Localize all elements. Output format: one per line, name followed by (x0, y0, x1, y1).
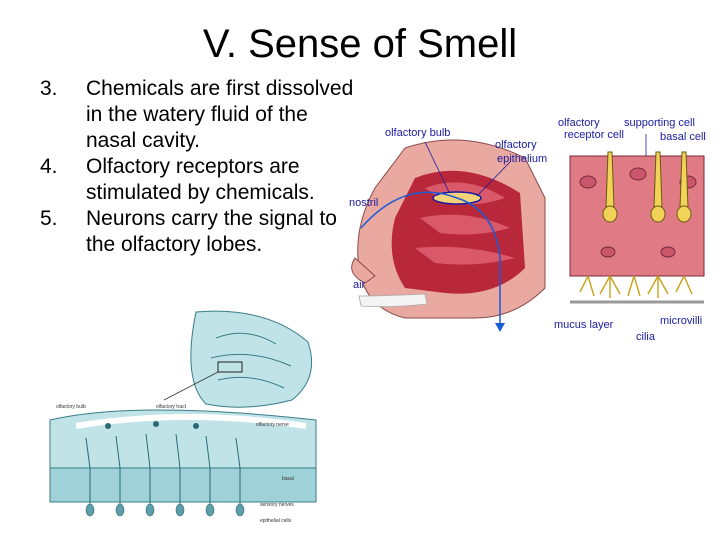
label-pathway-nerve: olfactory nerve (256, 422, 289, 428)
label-air: air (353, 279, 366, 291)
label-pathway-epithelial: epithelial cells (260, 518, 292, 524)
label-mucus-layer: mucus layer (554, 319, 614, 331)
item-number: 5. (40, 207, 58, 230)
label-basal-cell: basal cell (660, 131, 706, 143)
list-item: 4. Olfactory receptors are stimulated by… (40, 154, 360, 206)
label-olfactory-bulb: olfactory bulb (385, 127, 450, 139)
label-pathway-sensory: sensory nerves (260, 502, 294, 508)
list-item: 3. Chemicals are first dissolved in the … (40, 76, 360, 154)
label-cilia: cilia (636, 331, 656, 343)
receptor-cells-diagram: olfactory receptor cell supporting cell … (554, 117, 706, 343)
label-pathway-tract: olfactory tract (156, 404, 187, 410)
label-nostril: nostril (349, 197, 378, 209)
bullet-list: 3. Chemicals are first dissolved in the … (40, 76, 360, 258)
item-number: 3. (40, 77, 58, 100)
item-number: 4. (40, 155, 58, 178)
label-microvilli: microvilli (660, 315, 702, 327)
item-text: Olfactory receptors are stimulated by ch… (86, 155, 315, 204)
label-pathway-bulb: olfactory bulb (56, 404, 86, 410)
label-olfactory-epithelium-line2: epithelium (497, 153, 547, 165)
label-supporting-cell: supporting cell (624, 117, 695, 129)
nasal-cavity-diagram: olfactory bulb olfactory epithelium nost… (349, 127, 547, 332)
label-olfactory-epithelium-line1: olfactory (495, 139, 537, 151)
slide-title: V. Sense of Smell (202, 22, 518, 66)
label-olfactory-receptor-line2: receptor cell (564, 129, 624, 141)
item-text: Chemicals are first dissolved in the wat… (86, 77, 354, 152)
list-item: 5. Neurons carry the signal to the olfac… (40, 206, 360, 258)
olfactory-pathway-diagram: olfactory bulb olfactory tract olfactory… (46, 308, 318, 534)
label-pathway-basal: basal (282, 476, 294, 482)
label-olfactory-receptor-line1: olfactory (558, 117, 600, 129)
item-text: Neurons carry the signal to the olfactor… (86, 207, 337, 256)
